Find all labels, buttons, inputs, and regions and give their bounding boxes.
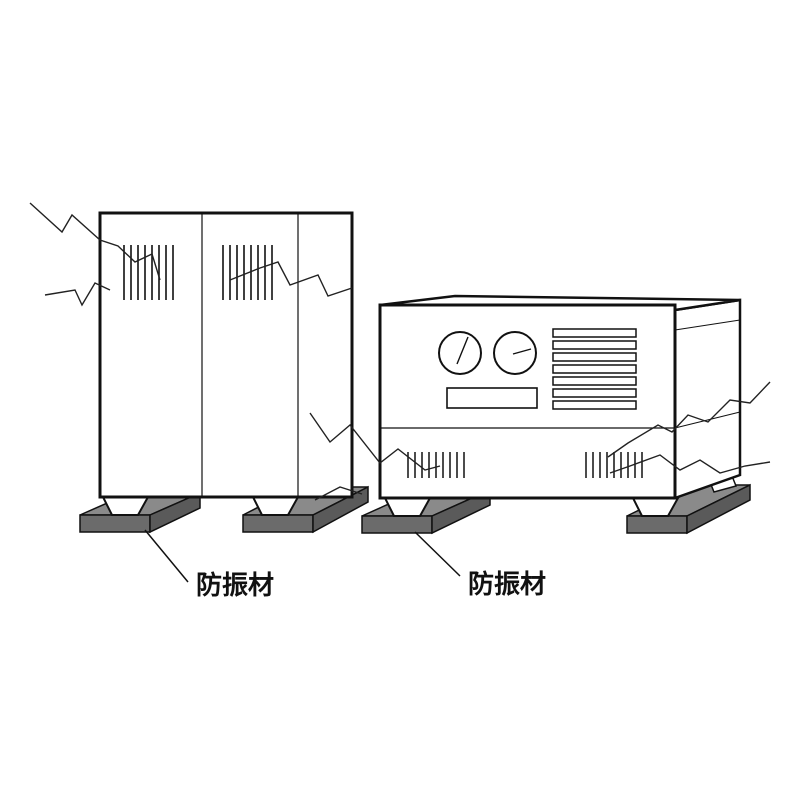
cabinet-body [98, 211, 354, 499]
pad-label-left: 防振材 [196, 571, 274, 601]
right-unit [309, 294, 771, 535]
unit-side-top-line [674, 319, 741, 331]
unit-display-panel [446, 387, 538, 409]
pad-left-front-side [79, 514, 151, 533]
pad-right-front-side [361, 515, 433, 534]
vibration-line-cabinet-lower [44, 282, 111, 307]
leader-line-left [144, 529, 189, 583]
pad-right-rear-right [686, 483, 751, 535]
vibration-line-cabinet-pad [314, 486, 363, 501]
vibration-line-cabinet-mid [229, 261, 353, 297]
vibration-line-unit-left [309, 412, 441, 471]
unit-louvers [552, 328, 637, 410]
leader-line-right [414, 531, 461, 577]
pad-left-rear-side [242, 514, 314, 533]
gauge-right [493, 331, 537, 375]
pad-label-right: 防振材 [468, 570, 546, 600]
pad-left-front-right [149, 491, 201, 534]
cabinet-vent-left [123, 245, 174, 300]
unit-side-mid-line [674, 411, 741, 429]
vibration-line-cabinet-upper [29, 202, 161, 281]
left-cabinet [29, 202, 369, 534]
gauge-left-needle [456, 336, 469, 365]
vibration-line-unit-right-upper [607, 381, 771, 458]
unit-vent-right [585, 452, 643, 478]
pad-right-rear-side [626, 515, 688, 534]
vibration-line-unit-right-lower [609, 454, 771, 474]
gauge-left [438, 331, 482, 375]
gauge-right-needle [512, 348, 532, 355]
cabinet-vent-right [222, 245, 273, 300]
